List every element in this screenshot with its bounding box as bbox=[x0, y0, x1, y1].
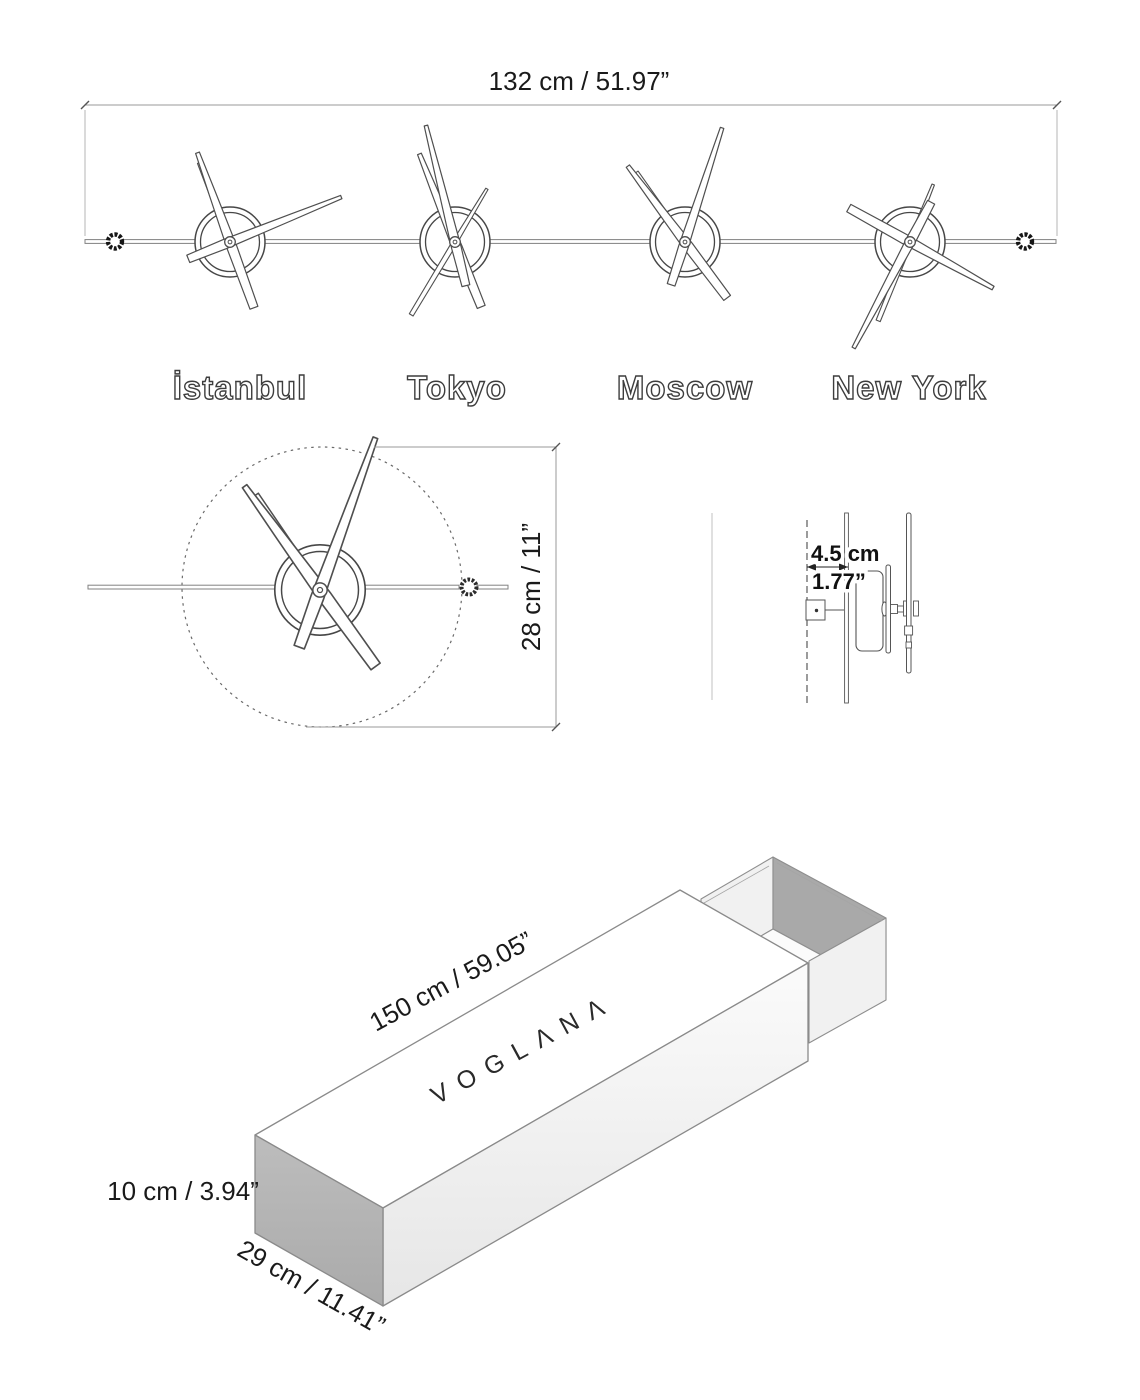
package-height-dimension-label: 10 cm / 3.94” bbox=[107, 1176, 259, 1206]
city-label-tokyo: Tokyo bbox=[407, 369, 507, 406]
clock-ring-outer bbox=[649, 206, 721, 278]
clock-ring-outer bbox=[874, 206, 946, 278]
clock-hub-pin bbox=[682, 239, 688, 245]
clock-tokyo bbox=[408, 123, 491, 317]
depth-dimension-in-label: 1.77” bbox=[812, 569, 866, 594]
rod-knurled-ring bbox=[459, 577, 479, 597]
hand-edge-on-2 bbox=[906, 512, 912, 674]
width-dimension bbox=[80, 100, 1062, 236]
package-sleeve bbox=[254, 889, 809, 1307]
clock-hub-pin bbox=[227, 239, 233, 245]
depth-dimension bbox=[807, 563, 848, 571]
city-label-istanbul: İstanbul bbox=[173, 369, 308, 406]
sleeve-end-face bbox=[254, 1134, 384, 1307]
clock-hub-pin bbox=[907, 239, 913, 245]
clock-ring-outer bbox=[273, 543, 367, 637]
hand-joint-tab-2 bbox=[905, 641, 912, 649]
arrowhead-left bbox=[807, 563, 816, 571]
rod-end-ring-right bbox=[1015, 232, 1035, 251]
clock-ring-inner bbox=[280, 550, 360, 630]
hand-joint-tab-1 bbox=[904, 625, 914, 636]
city-label-moscow: Moscow bbox=[617, 369, 753, 406]
shaft-end-cap bbox=[913, 600, 919, 617]
minute-hand bbox=[185, 191, 344, 264]
detail-rod bbox=[87, 584, 509, 590]
height-dimension bbox=[306, 442, 561, 732]
clock-istanbul bbox=[185, 150, 344, 311]
rod-edge-on bbox=[844, 512, 849, 704]
clock-detail bbox=[238, 434, 383, 672]
arrowhead-right bbox=[839, 563, 848, 571]
clock-ring-inner bbox=[424, 211, 486, 273]
width-dimension-label: 132 cm / 51.97” bbox=[489, 66, 670, 96]
clock-ring-outer bbox=[419, 206, 491, 278]
clock-ring-outer bbox=[194, 206, 266, 278]
bracket-screw bbox=[814, 608, 819, 613]
clock-ring-inner bbox=[654, 211, 716, 273]
detail-view: 28 cm / 11” bbox=[87, 434, 561, 732]
clock-hub-pin bbox=[316, 586, 324, 594]
clock-ring-inner bbox=[199, 211, 261, 273]
tray-end-face bbox=[808, 917, 887, 1044]
shaft-nut-1 bbox=[890, 604, 898, 614]
depth-dimension-cm-label: 4.5 cm bbox=[811, 541, 880, 566]
tray-rim-inner-edge-back bbox=[703, 865, 770, 904]
clock-ring-inner bbox=[879, 211, 941, 273]
city-label-new-york: New York bbox=[831, 369, 986, 406]
wall-rod bbox=[84, 239, 1057, 244]
rod-end-ring-left bbox=[105, 232, 125, 251]
hand-edge-on-1 bbox=[885, 564, 891, 654]
front-view: 132 cm / 51.97” bbox=[80, 66, 1062, 407]
clock-moscow bbox=[623, 125, 732, 302]
dim-tick-right bbox=[1052, 100, 1062, 110]
tray-rim-inner-edge-right bbox=[776, 862, 883, 922]
height-dimension-label: 28 cm / 11” bbox=[516, 523, 546, 651]
dim-tick-left bbox=[80, 100, 90, 110]
package-view: VOGLΛNΛ 150 cm / 59.05” 10 cm / 3.94” 29… bbox=[107, 856, 887, 1341]
side-view: 4.5 cm 1.77” bbox=[711, 512, 919, 704]
hour-hand bbox=[238, 481, 382, 672]
clock-new-york bbox=[845, 182, 997, 351]
shaft-nut-2 bbox=[897, 605, 904, 613]
clock-hub-pin bbox=[452, 239, 458, 245]
